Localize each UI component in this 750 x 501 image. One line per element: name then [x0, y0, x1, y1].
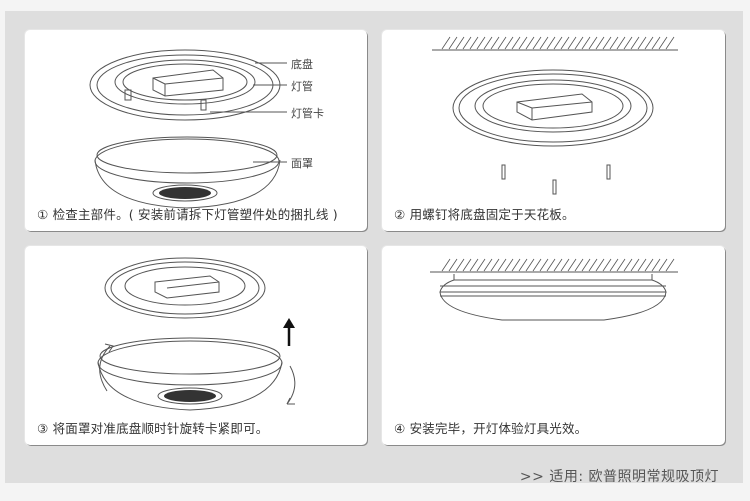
- installed-lamp-illustration: [430, 258, 678, 321]
- ceiling-mount-illustration: [432, 36, 678, 195]
- step-1-caption: ① 检查主部件。( 安装前请拆下灯管塑件处的捆扎线 ): [37, 207, 338, 222]
- step-2-card: ② 用螺钉将底盘固定于天花板。: [382, 30, 725, 231]
- step-3-caption: ③ 将面罩对准底盘顺时针旋转卡紧即可。: [37, 421, 269, 436]
- label-tube: 灯管: [291, 80, 313, 93]
- step-2-caption: ② 用螺钉将底盘固定于天花板。: [394, 207, 575, 222]
- label-tube-clip: 灯管卡: [291, 107, 324, 120]
- label-cover: 面罩: [291, 157, 313, 170]
- step-4-card: ④ 安装完毕，开灯体验灯具光效。: [382, 246, 725, 445]
- step-3-card: ③ 将面罩对准底盘顺时针旋转卡紧即可。: [25, 246, 367, 445]
- applicable-products-note: >> 适用: 欧普照明常规吸顶灯: [519, 469, 719, 485]
- installation-guide-panel: 底盘 灯管 灯管卡 面罩 ① 检查主部件。( 安装前请拆下灯管塑件处的捆扎线 ): [5, 11, 743, 485]
- label-base: 底盘: [291, 58, 313, 71]
- rotate-cover-illustration: [97, 257, 296, 411]
- step-1-card: 底盘 灯管 灯管卡 面罩 ① 检查主部件。( 安装前请拆下灯管塑件处的捆扎线 ): [25, 30, 367, 231]
- exploded-lamp-illustration: [89, 49, 287, 209]
- step-4-caption: ④ 安装完毕，开灯体验灯具光效。: [394, 421, 588, 436]
